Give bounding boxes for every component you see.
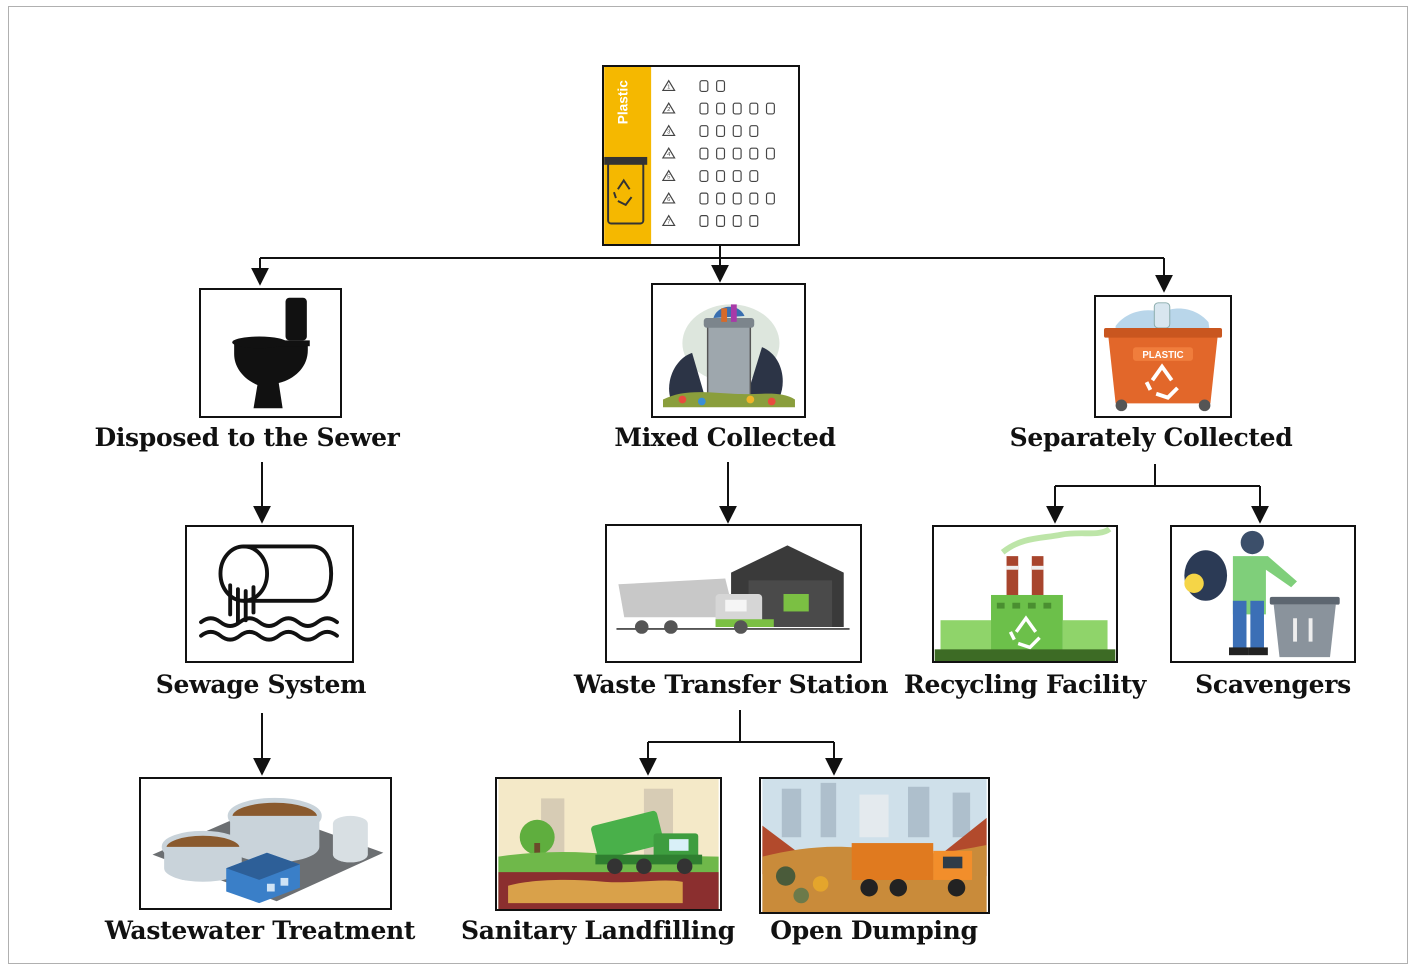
plastic-item-icon [749, 147, 759, 160]
plastic-item-icon [732, 170, 742, 183]
resin-code-icon [661, 124, 676, 137]
label-scavengers: Scavengers [1195, 670, 1351, 699]
plastic-item-icon [732, 192, 742, 205]
treatment-plant-icon [152, 797, 384, 904]
label-mixed-collected: Mixed Collected [614, 423, 836, 452]
plastic-item-icon [716, 102, 726, 115]
recycling-bin-icon: PLASTIC [1103, 302, 1223, 412]
label-waste-transfer-station: Waste Transfer Station [573, 670, 889, 699]
toilet-icon [232, 297, 310, 409]
label-separately-collected: Separately Collected [1009, 423, 1293, 452]
plastic-item-icon [716, 192, 726, 205]
plastic-item-icon [732, 102, 742, 115]
resin-code-icon [661, 147, 676, 159]
resin-code-number: 6 [667, 197, 670, 203]
plastic-item-icon [716, 147, 726, 160]
label-open-dumping: Open Dumping [770, 916, 978, 945]
plastic-item-icon [749, 215, 759, 227]
plastic-item-icon [699, 80, 709, 93]
resin-code-icon [661, 192, 676, 204]
wastewater-treatment-node [139, 777, 392, 910]
plastic-item-icon [716, 80, 726, 93]
landfill-node [495, 777, 722, 911]
resin-code-number: 5 [667, 174, 671, 180]
plastic-item-icon [716, 125, 726, 138]
plastic-chart-icon: Plastic 1 2 3 4 5 6 7 [604, 67, 775, 244]
landfill-icon [498, 779, 719, 909]
plastic-item-icon [765, 102, 775, 115]
plastic-source-chart: Plastic 1 2 3 4 5 6 7 [602, 65, 800, 246]
plastic-item-icon [699, 147, 709, 160]
plastic-item-icon [749, 102, 759, 115]
transfer-station-node [605, 524, 862, 663]
resin-code-icon [661, 169, 676, 182]
sewage-system-node [185, 525, 354, 663]
resin-code-icon [661, 79, 676, 92]
sewer-node [199, 288, 342, 418]
dump-truck-icon [762, 779, 987, 912]
label-disposed-to-sewer: Disposed to the Sewer [94, 423, 400, 452]
plastic-panel-text: Plastic [616, 80, 631, 125]
plastic-item-icon [732, 215, 742, 227]
transfer-station-icon [616, 545, 850, 634]
factory-icon [934, 527, 1116, 661]
resin-code-icon [661, 214, 676, 227]
resin-code-number: 4 [667, 152, 671, 158]
diagram-frame [8, 6, 1408, 964]
plastic-item-icon [699, 215, 709, 227]
plastic-item-icon [699, 192, 709, 205]
label-wastewater-treatment: Wastewater Treatment [104, 916, 416, 945]
bin-text: PLASTIC [1142, 350, 1183, 361]
scavengers-node [1170, 525, 1356, 663]
scavenger-icon [1184, 530, 1340, 658]
plastic-item-icon [716, 170, 726, 183]
recycling-facility-node [932, 525, 1118, 663]
plastic-item-icon [732, 147, 742, 160]
plastic-item-icon [765, 147, 775, 160]
garbage-bin-icon [663, 304, 795, 408]
plastic-item-icon [699, 102, 709, 115]
open-dumping-node [759, 777, 990, 914]
plastic-item-icon [749, 192, 759, 205]
resin-code-number: 3 [667, 129, 670, 135]
label-sewage-system: Sewage System [155, 670, 367, 699]
resin-code-number: 2 [667, 107, 670, 113]
mixed-node [651, 283, 806, 418]
sewage-pipe-icon [199, 544, 339, 642]
resin-code-icon [661, 102, 676, 114]
label-sanitary-landfilling: Sanitary Landfilling [461, 916, 735, 945]
plastic-item-icon [732, 125, 742, 138]
plastic-item-icon [749, 125, 759, 138]
plastic-item-icon [765, 192, 775, 205]
plastic-item-icon [716, 215, 726, 227]
resin-code-number: 1 [667, 85, 670, 91]
resin-code-number: 7 [667, 219, 670, 225]
plastic-item-icon [699, 170, 709, 183]
label-recycling-facility: Recycling Facility [904, 670, 1146, 699]
plastic-item-icon [699, 125, 709, 138]
plastic-item-icon [749, 170, 759, 183]
separate-node: PLASTIC [1094, 295, 1232, 418]
